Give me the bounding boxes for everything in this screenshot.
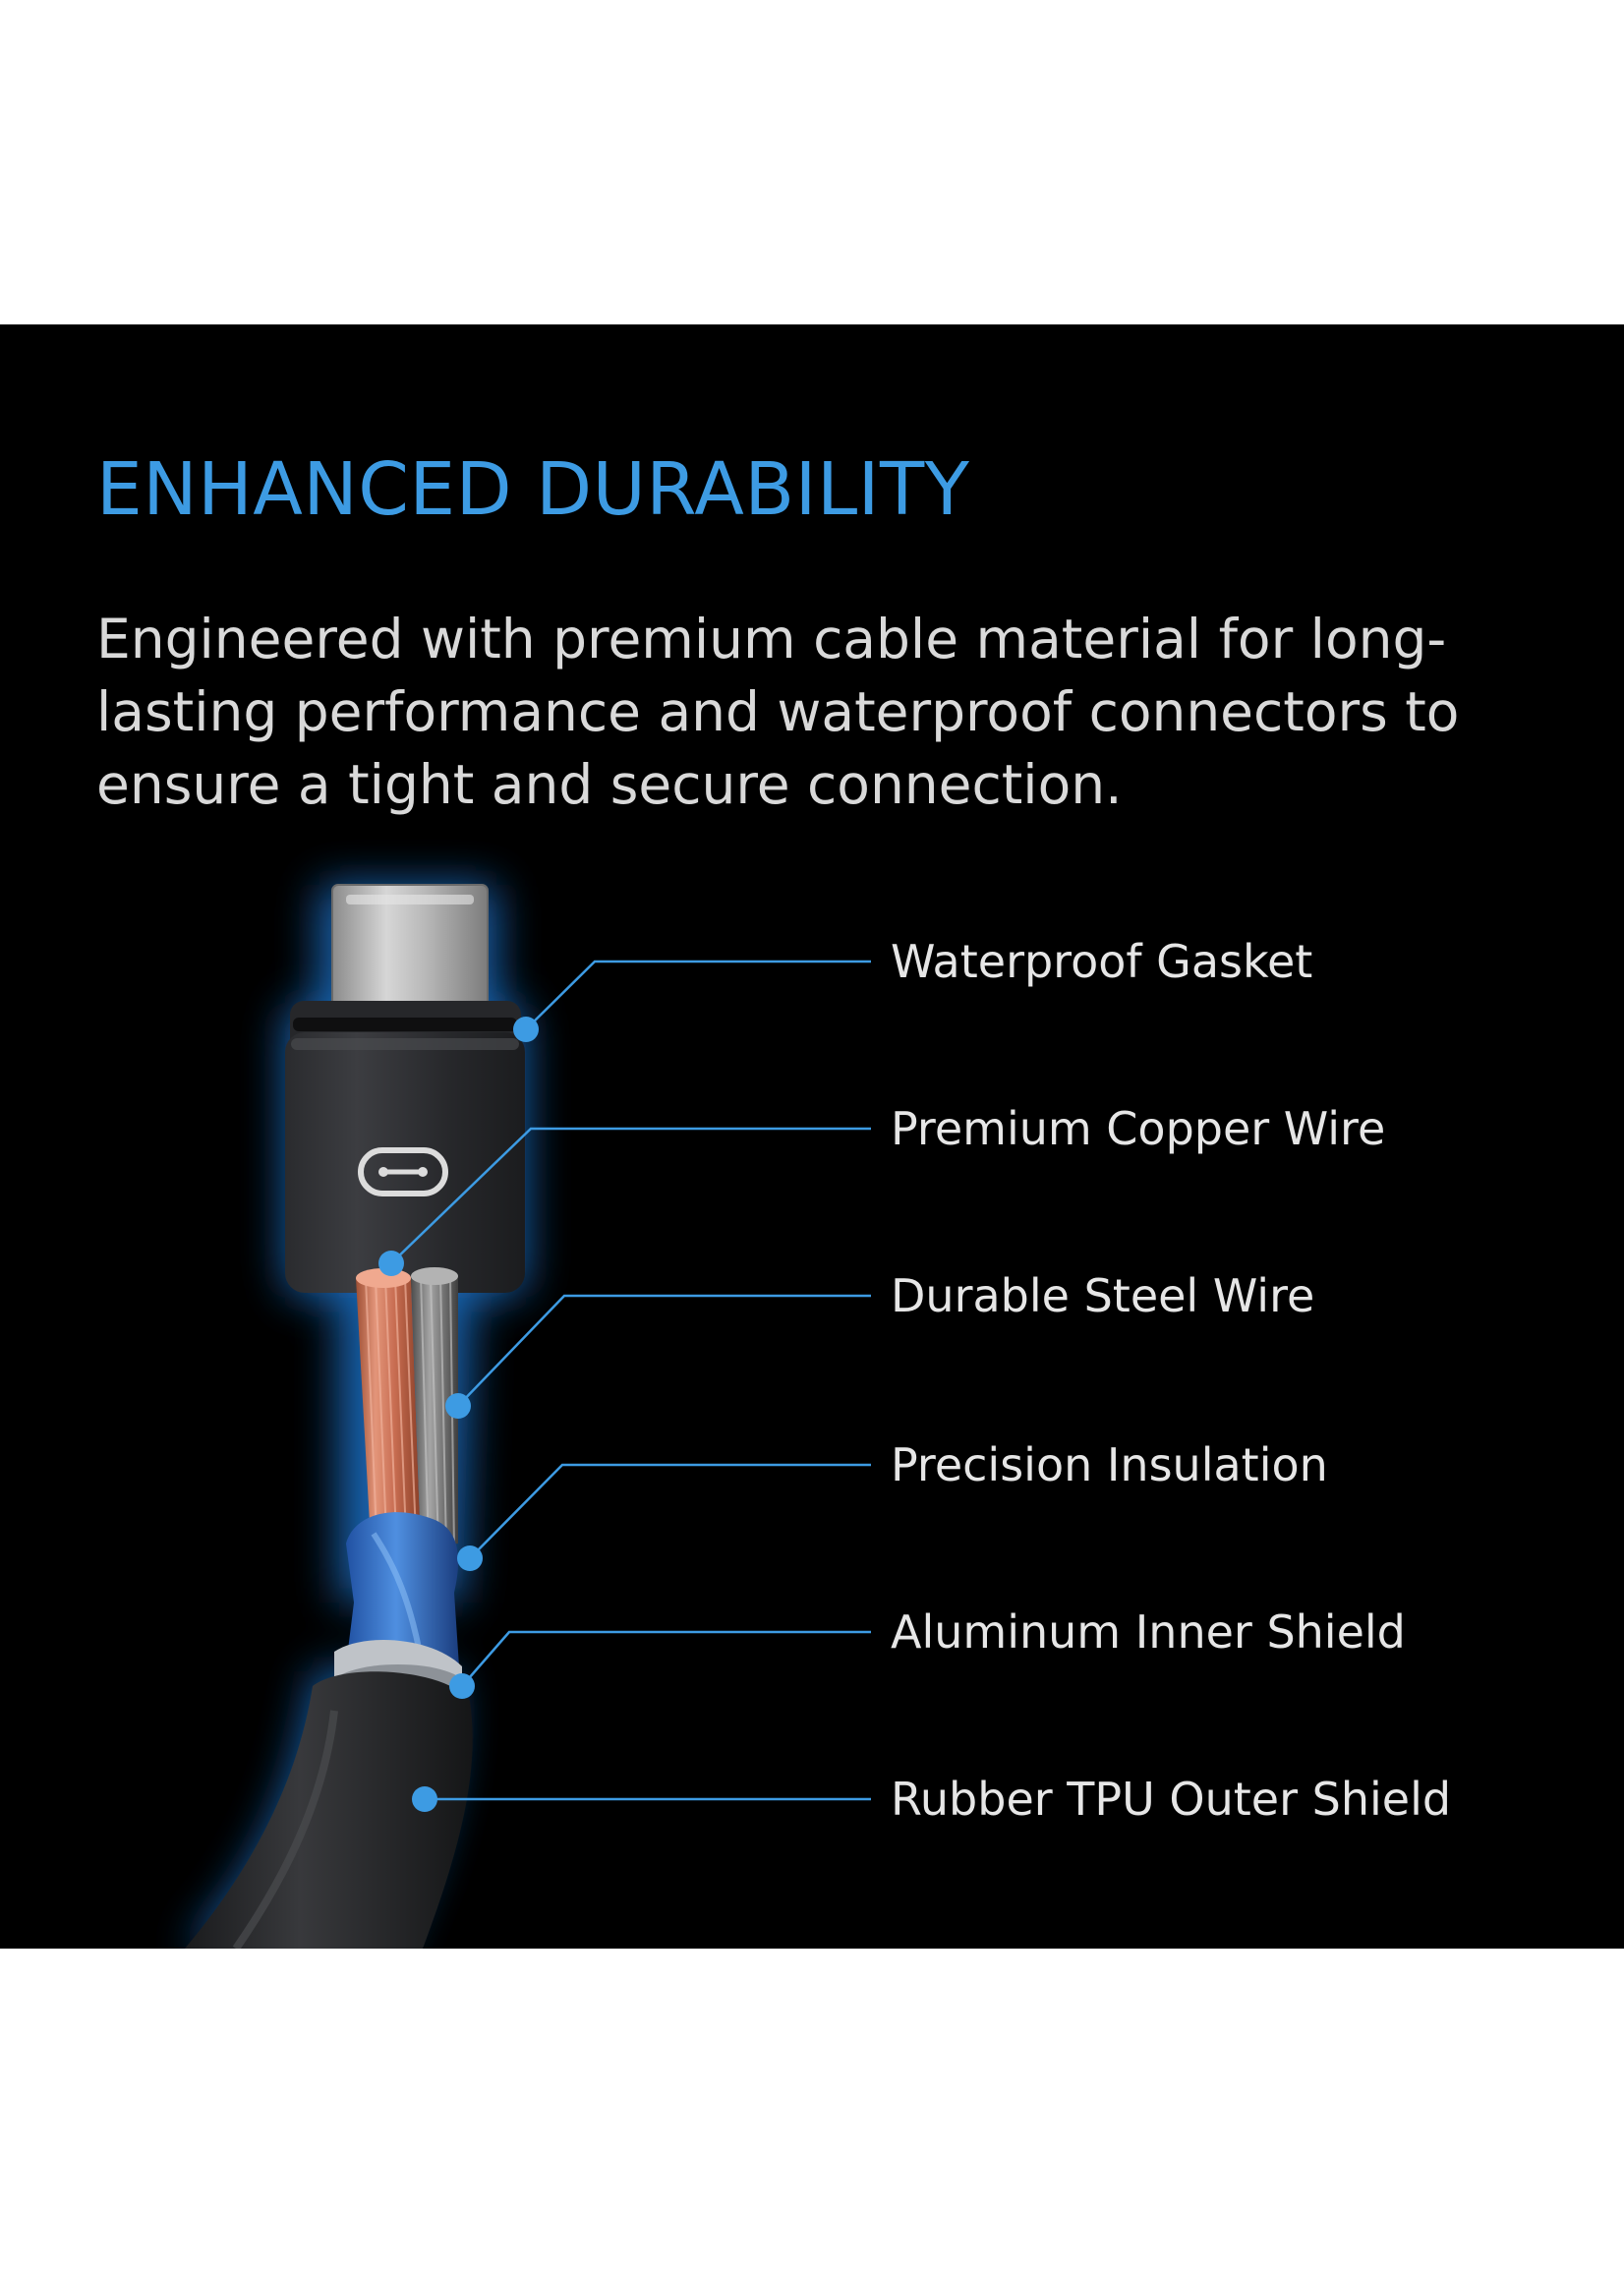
description: Engineered with premium cable material f…	[96, 608, 1460, 816]
usb-c-connector-icon	[358, 1147, 448, 1196]
callout-dot-rubber-tpu-outer-shield	[412, 1786, 437, 1812]
callout-label-precision-insulation: Precision Insulation	[891, 1438, 1328, 1491]
callout-label-aluminum-inner-shield: Aluminum Inner Shield	[891, 1605, 1406, 1659]
callout-label-durable-steel-wire: Durable Steel Wire	[891, 1269, 1315, 1322]
callout-dot-aluminum-inner-shield	[449, 1673, 475, 1699]
cable-cutaway-illustration	[185, 884, 871, 1949]
callout-label-waterproof-gasket: Waterproof Gasket	[891, 935, 1313, 988]
callout-dot-waterproof-gasket	[513, 1017, 539, 1042]
callout-label-premium-copper-wire: Premium Copper Wire	[891, 1102, 1386, 1155]
callout-label-rubber-tpu-outer-shield: Rubber TPU Outer Shield	[891, 1773, 1452, 1826]
durability-panel: ENHANCED DURABILITY Engineered with prem…	[0, 324, 1624, 1949]
headline: ENHANCED DURABILITY	[96, 447, 970, 532]
callout-leader-lines	[390, 960, 871, 1801]
callout-dot-durable-steel-wire	[445, 1393, 471, 1419]
callout-dot-premium-copper-wire	[378, 1251, 404, 1276]
callout-dot-precision-insulation	[457, 1545, 483, 1571]
callout-dots	[378, 1017, 539, 1812]
